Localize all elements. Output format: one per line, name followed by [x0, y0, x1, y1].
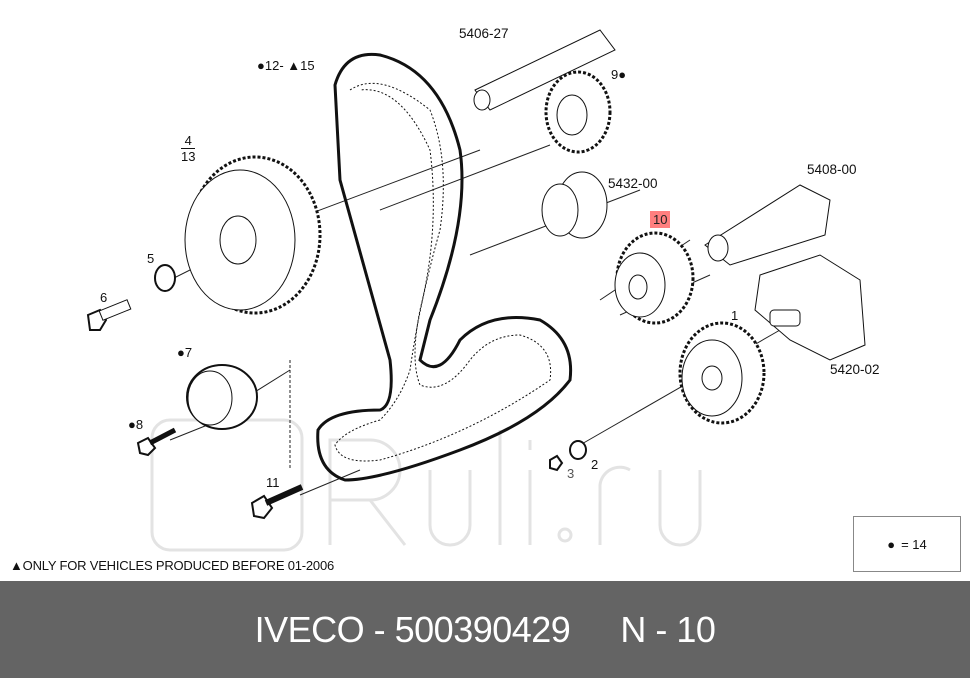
parts-diagram: 5406-27 ●12- ▲15 9● 4 13 5432-00 5408-00… [10, 26, 961, 573]
crank-gear-10 [614, 231, 695, 325]
diagram-artwork [86, 29, 866, 552]
bullet-icon: ● [128, 417, 136, 432]
callout-camshaft: 5406-27 [459, 26, 509, 41]
callout-item-1: 1 [731, 308, 739, 323]
callout-item-3: 3 [567, 466, 575, 481]
callout-crankshaft: 5408-00 [807, 162, 857, 177]
timing-belt [316, 52, 573, 482]
idler-5432-00 [541, 171, 608, 239]
gear-9 [544, 70, 612, 154]
bullet-icon: ● [177, 345, 185, 360]
tensioner-7 [186, 364, 258, 430]
part-number: IVECO - 500390429 [254, 608, 571, 650]
bolt-6 [86, 299, 132, 331]
bolt-8 [136, 427, 177, 457]
nut-3 [549, 454, 564, 472]
callout-belt-qty: ●12- ▲15 [257, 58, 315, 73]
callout-pump: 5420-02 [830, 362, 880, 377]
bullet-icon: ● [257, 58, 265, 73]
legend-text: = 14 [901, 536, 927, 552]
legend-box: ● = 14 [853, 516, 961, 572]
footnote: ▲ONLY FOR VEHICLES PRODUCED BEFORE 01-20… [10, 558, 335, 573]
callout-item-9: 9● [611, 67, 627, 82]
watermark-logo [150, 418, 702, 552]
washer-5 [154, 264, 176, 292]
pump-5420-02 [754, 254, 866, 361]
position-label: N - 10 [620, 608, 716, 650]
washer-2 [569, 440, 587, 460]
callout-item-8: ●8 [128, 417, 144, 432]
callout-item-6: 6 [100, 290, 108, 305]
camshaft-gear-4 [184, 155, 322, 315]
footer-bar: IVECO - 500390429 N - 10 [0, 581, 970, 678]
camshaft-5406-27 [473, 29, 616, 111]
callout-item-5: 5 [147, 251, 155, 266]
callout-item-11: 11 [266, 475, 280, 490]
bullet-icon: ● [887, 536, 896, 552]
triangle-icon: ▲ [287, 58, 301, 73]
callout-idler: 5432-00 [608, 176, 658, 191]
bullet-icon: ● [618, 67, 627, 82]
bolt-11 [250, 484, 304, 520]
callout-item-4-13: 4 13 [181, 133, 196, 164]
callout-item-2: 2 [591, 457, 599, 472]
pump-gear-1 [678, 321, 766, 425]
callout-item-10-highlight[interactable]: 10 [650, 211, 671, 228]
callout-item-7: ●7 [177, 345, 193, 360]
crankshaft-5408-00 [704, 184, 831, 266]
